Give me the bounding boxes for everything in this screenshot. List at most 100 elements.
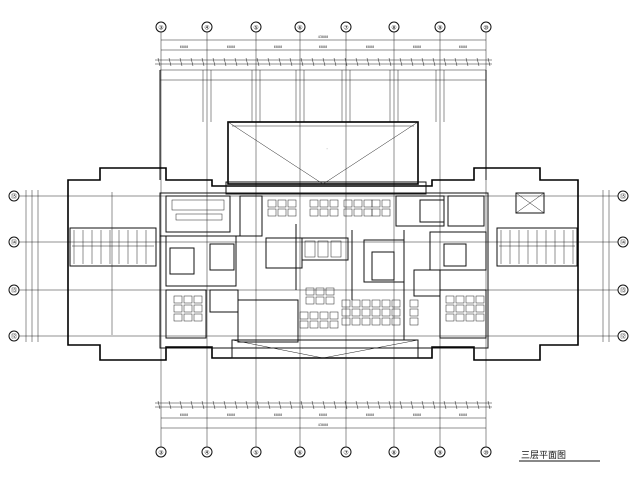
svg-text:③: ③ (158, 25, 163, 32)
svg-text:6000: 6000 (459, 413, 467, 417)
desk (351, 299, 361, 308)
desk (475, 304, 485, 313)
desk (309, 208, 319, 217)
desk (363, 199, 373, 208)
axis-marker-15-left: ⑮ (8, 190, 20, 202)
axis-marker-3-top: ③ (155, 21, 167, 33)
desk (343, 208, 353, 217)
desk (325, 287, 335, 296)
desk (409, 308, 419, 317)
axis-marker-12-right: ⑫ (617, 330, 629, 342)
desk (465, 313, 475, 322)
desk (319, 208, 329, 217)
interior-partitions (160, 195, 487, 343)
desk (409, 299, 419, 308)
desk (315, 287, 325, 296)
svg-text:6000: 6000 (274, 45, 282, 49)
desk (371, 308, 381, 317)
desk (381, 317, 391, 326)
desk (371, 208, 381, 217)
svg-text:⑦: ⑦ (343, 450, 349, 457)
axis-marker-8-bottom: ⑧ (388, 446, 400, 458)
svg-text:6000: 6000 (180, 413, 188, 417)
desk (287, 208, 297, 217)
desk (351, 308, 361, 317)
desk (475, 295, 485, 304)
office-desk-clusters (173, 199, 485, 329)
desk (455, 313, 465, 322)
svg-text:④: ④ (204, 450, 209, 457)
desk (309, 311, 319, 320)
bottom-axis-markers: ③ ④ ⑤ ⑥ ⑦ ⑧ ⑨ ⑩ (155, 446, 492, 458)
desk (305, 296, 315, 305)
svg-text:⑬: ⑬ (11, 287, 17, 295)
svg-text:⑥: ⑥ (297, 450, 302, 457)
axis-marker-6-top: ⑥ (294, 21, 306, 33)
svg-text:6000: 6000 (366, 413, 374, 417)
svg-text:⑭: ⑭ (620, 239, 626, 247)
desk (455, 295, 465, 304)
desk (299, 311, 309, 320)
desk (371, 199, 381, 208)
svg-text:6000: 6000 (413, 413, 421, 417)
axis-marker-15-right: ⑮ (617, 190, 629, 202)
east-wing (496, 192, 578, 267)
desk (183, 304, 193, 313)
desk (287, 199, 297, 208)
desk (409, 317, 419, 326)
axis-marker-4-top: ④ (201, 21, 213, 33)
axis-marker-3-bottom: ③ (155, 446, 167, 458)
svg-text:⑩: ⑩ (483, 25, 488, 32)
top-axis-markers: ③ ④ ⑤ ⑥ ⑦ ⑧ ⑨ ⑩ (155, 21, 492, 33)
svg-text:6000: 6000 (366, 45, 374, 49)
axis-marker-12-left: ⑫ (8, 330, 20, 342)
desk (277, 208, 287, 217)
axis-marker-14-left: ⑭ (8, 236, 20, 248)
axis-marker-10-top: ⑩ (480, 21, 492, 33)
drawing-caption: 三层平面图 (519, 450, 600, 462)
desk (329, 320, 339, 329)
svg-text:6000: 6000 (227, 45, 235, 49)
axis-marker-6-bottom: ⑥ (294, 446, 306, 458)
desk (465, 304, 475, 313)
svg-text:③: ③ (158, 450, 163, 457)
desk (173, 304, 183, 313)
desk (341, 299, 351, 308)
west-wing (69, 192, 157, 335)
building-outline (67, 167, 579, 361)
desk (325, 296, 335, 305)
axis-marker-7-bottom: ⑦ (340, 446, 352, 458)
desk (277, 199, 287, 208)
svg-text:三层平面图: 三层平面图 (521, 450, 566, 461)
svg-text:6000: 6000 (459, 45, 467, 49)
axis-marker-10-bottom: ⑩ (480, 446, 492, 458)
axis-marker-8-top: ⑧ (388, 21, 400, 33)
left-axis-markers: ⑮ ⑭ ⑬ ⑫ (8, 190, 20, 342)
axis-marker-4-bottom: ④ (201, 446, 213, 458)
svg-text:6000: 6000 (413, 45, 421, 49)
desk (319, 320, 329, 329)
desk (455, 304, 465, 313)
axis-marker-13-right: ⑬ (617, 284, 629, 296)
svg-text:⑧: ⑧ (391, 25, 396, 32)
grid-lines-vertical (160, 32, 487, 447)
svg-text:6000: 6000 (319, 45, 327, 49)
desk (329, 311, 339, 320)
svg-text:⑭: ⑭ (11, 239, 17, 247)
desk (361, 317, 371, 326)
svg-text:⑥: ⑥ (297, 25, 302, 32)
svg-text:⑨: ⑨ (437, 450, 442, 457)
desk (445, 295, 455, 304)
desk (299, 320, 309, 329)
desk (465, 295, 475, 304)
svg-text:6000: 6000 (319, 413, 327, 417)
desk (183, 295, 193, 304)
desk (305, 287, 315, 296)
desk (353, 199, 363, 208)
desk (183, 313, 193, 322)
desk (353, 208, 363, 217)
desk (363, 208, 373, 217)
desk (371, 299, 381, 308)
desk (309, 320, 319, 329)
